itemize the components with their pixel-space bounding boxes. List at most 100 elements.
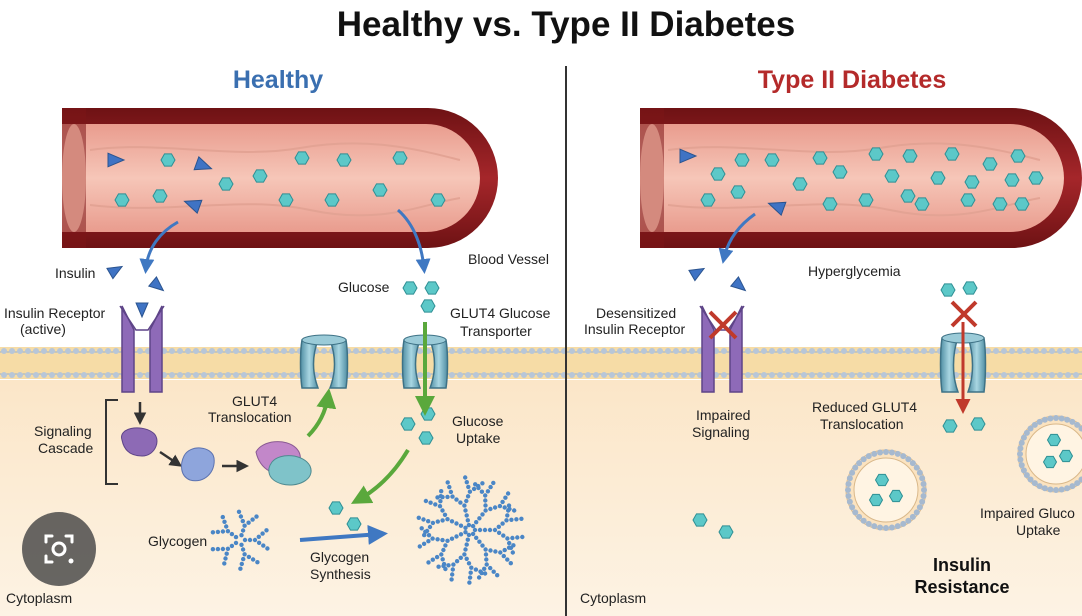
glucose-molecule [1004, 173, 1020, 187]
glucose-molecule [734, 153, 750, 167]
glucose-molecule [392, 151, 408, 165]
glucose-molecule [874, 473, 890, 487]
glucose-molecule [1028, 171, 1044, 185]
glut4-transporter-healthy [401, 334, 449, 389]
insulin-molecule [767, 201, 787, 217]
insulin-molecule [679, 148, 698, 164]
glucose-molecule [1042, 455, 1058, 469]
glucose-molecule [418, 431, 434, 445]
cascade-arrow-1 [159, 450, 183, 467]
glucose-molecule [812, 151, 828, 165]
insulin-molecule [688, 267, 706, 282]
glucose-molecule [430, 193, 446, 207]
glucose-molecule [420, 299, 436, 313]
signaling-bracket [105, 399, 118, 485]
label-synthesis-line2: Synthesis [310, 566, 371, 582]
insulin-molecule [106, 265, 124, 280]
glycogen-structures [210, 475, 525, 585]
receptor-block-cross [708, 310, 738, 340]
glycogen-molecule [416, 475, 525, 585]
label-resistance-line1: Insulin [933, 555, 991, 575]
glucose-molecule [700, 193, 716, 207]
glucose-molecule [914, 197, 930, 211]
glucose-molecule [832, 165, 848, 179]
glucose-molecule [868, 493, 884, 507]
insulin-molecule [107, 152, 126, 168]
glucose-molecule [970, 417, 986, 431]
glucose-molecule [730, 185, 746, 199]
label-uptake-line1: Glucose [452, 413, 504, 429]
label-signaling-line1: Signaling [34, 423, 92, 439]
glucose-molecule [944, 147, 960, 161]
label-cytoplasm-healthy: Cytoplasm [6, 590, 72, 606]
diagram-title: Healthy vs. Type II Diabetes [337, 5, 795, 44]
label-receptor-line2: (active) [20, 321, 66, 337]
glucose-molecule [402, 281, 418, 295]
label-transporter-line2: Transporter [460, 323, 532, 339]
lens-icon[interactable] [22, 512, 96, 586]
glucose-molecule [278, 193, 294, 207]
glucose-molecule [888, 489, 904, 503]
glut4-channel-translocating [299, 334, 349, 389]
glucose-molecule [424, 281, 440, 295]
label-impaired-upt-line2: Uptake [1016, 522, 1061, 538]
glucose-molecule [992, 197, 1008, 211]
glucose-molecule [1010, 149, 1026, 163]
glucose-molecule [1046, 433, 1062, 447]
glucose-molecule [940, 283, 956, 297]
label-synthesis-line1: Glycogen [310, 549, 369, 565]
glucose-molecule [160, 153, 176, 167]
glucose-molecule [858, 193, 874, 207]
glut4-translocation-arrow [306, 388, 337, 438]
insulin-molecule [135, 302, 149, 319]
glucose-molecule [962, 281, 978, 295]
glucose-molecule [692, 513, 708, 527]
glucose-molecule [764, 153, 780, 167]
glucose-molecule [328, 501, 344, 515]
insulin-molecule [729, 276, 747, 292]
insulin-receptor-active [119, 305, 165, 393]
label-cytoplasm-diabetes: Cytoplasm [580, 590, 646, 606]
blood-vessel-diabetes [640, 108, 1082, 248]
insulin-release-arrow-diabetes [718, 212, 756, 264]
glucose-molecule [718, 525, 734, 539]
glucose-molecule [218, 177, 234, 191]
glucose-molecule [400, 417, 416, 431]
glucose-molecule [868, 147, 884, 161]
glucose-molecule [942, 419, 958, 433]
glut4-vesicle-2 [1017, 415, 1082, 493]
insulin-molecule [183, 199, 203, 215]
label-blood-vessel: Blood Vessel [468, 251, 549, 267]
glucose-molecule [346, 517, 362, 531]
label-glut4-trans-line1: GLUT4 [232, 393, 277, 409]
glucose-molecule [822, 197, 838, 211]
glucose-molecule [294, 151, 310, 165]
insulin-release-arrow [139, 220, 179, 274]
healthy-heading: Healthy [233, 66, 323, 94]
label-glycogen: Glycogen [148, 533, 207, 549]
insulin-molecule [193, 155, 213, 171]
insulin-molecules [106, 148, 787, 319]
glucose-molecule [420, 407, 436, 421]
label-hyperglycemia: Hyperglycemia [808, 263, 901, 279]
glucose-molecule [964, 175, 980, 189]
glycogen-conversion-arrow [350, 448, 410, 504]
label-desens-line2: Insulin Receptor [584, 321, 686, 337]
label-impaired-upt-line1: Impaired Gluco [980, 505, 1075, 521]
label-insulin: Insulin [55, 265, 95, 281]
glucose-molecule [252, 169, 268, 183]
insulin-molecule [147, 276, 165, 292]
label-glut4-trans-line2: Translocation [208, 409, 292, 425]
glycogen-molecule [210, 509, 270, 571]
glucose-molecules [114, 147, 1044, 539]
label-desens-line1: Desensitized [596, 305, 676, 321]
glucose-molecule [1014, 197, 1030, 211]
glucose-molecule [710, 167, 726, 181]
diabetes-heading: Type II Diabetes [758, 66, 947, 94]
blood-vessel-healthy [62, 108, 498, 248]
glut4-vesicle-1 [845, 449, 927, 531]
label-reduced-line2: Translocation [820, 416, 904, 432]
glucose-molecule [372, 183, 388, 197]
